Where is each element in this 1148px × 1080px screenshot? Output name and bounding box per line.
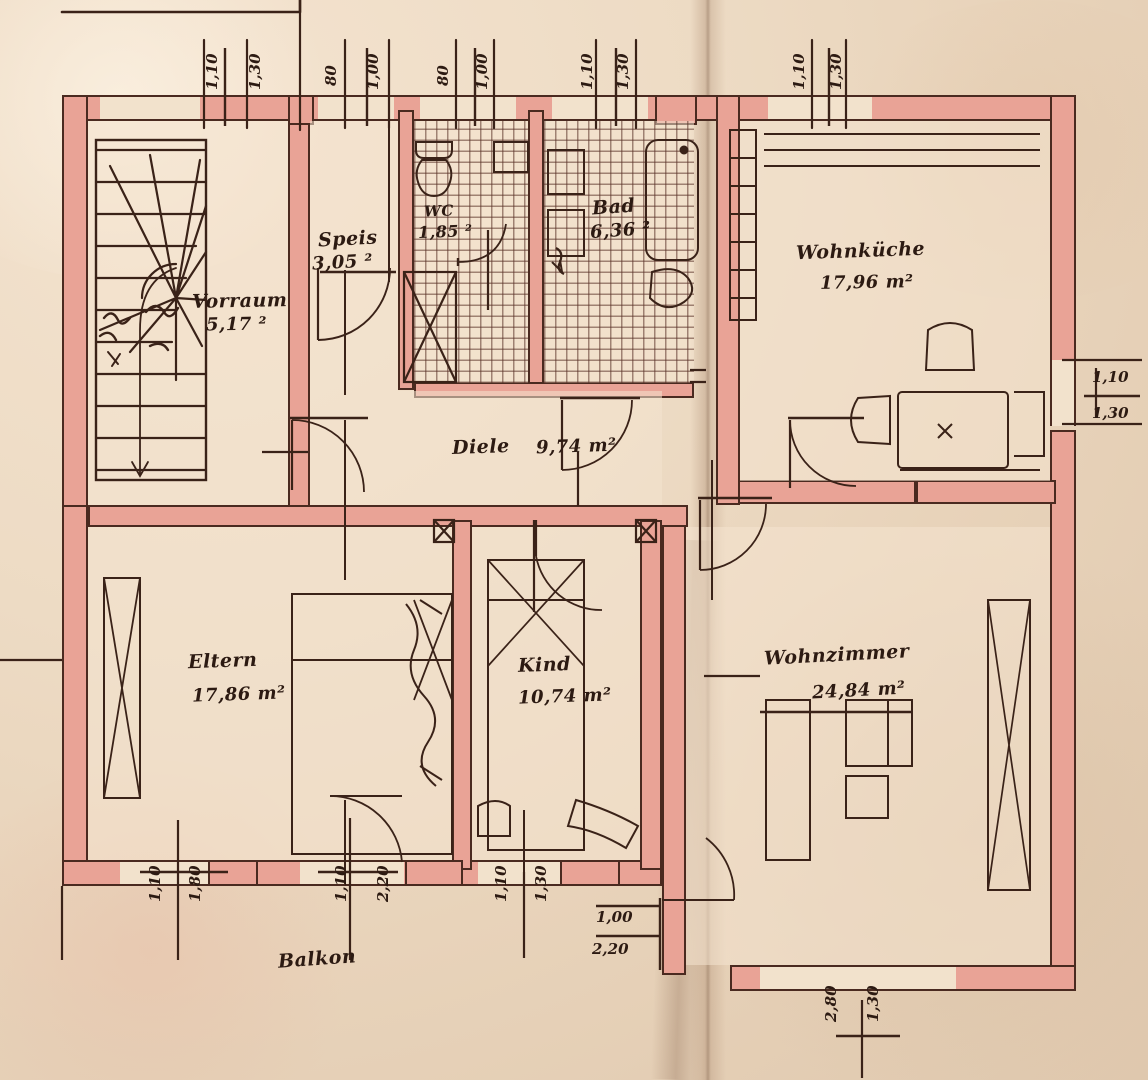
room-fill-speis (310, 121, 398, 391)
dim-bottom-3-height: 1,30 (532, 865, 550, 902)
window-kind-south (478, 860, 560, 886)
window-wohnkueche-east (1050, 360, 1076, 426)
window-speis-north (318, 95, 394, 121)
dim-right-1-width: 1,10 (1092, 368, 1129, 386)
room-label-speis-name: Speis (317, 226, 379, 252)
dim-top-5-height: 1,30 (827, 53, 845, 90)
room-label-wc-area: 1,85 ² (417, 221, 473, 242)
dim-top-2-width: 80 (322, 65, 340, 86)
exterior-wall-right-block-west (716, 95, 740, 505)
dim-right-1-height: 1,30 (1092, 404, 1129, 422)
dim-bottom-2-width: 1,10 (332, 865, 350, 902)
pier-balcony-right (560, 860, 620, 886)
dim-bottom-5-height: 1,30 (864, 985, 882, 1022)
window-wohnkueche-north (768, 95, 872, 121)
room-label-bad-name: Bad (591, 194, 636, 220)
room-label-diele-name: Diele (451, 435, 510, 459)
dim-top-1-height: 1,30 (246, 53, 264, 90)
dim-bottom-4-height: 2,20 (592, 940, 629, 958)
room-label-eltern-area: 17,86 m² (191, 682, 286, 707)
room-label-eltern-name: Eltern (187, 648, 258, 674)
interior-wall-kind-east (640, 520, 662, 870)
interior-wall-speis-east (398, 110, 414, 390)
dim-bottom-5-width: 2,80 (822, 985, 840, 1022)
dim-bottom-1-height: 1,80 (186, 865, 204, 902)
exterior-wall-east-upper (1050, 95, 1076, 395)
room-label-bad-area: 6,36 ² (589, 217, 652, 244)
room-fill-wc (414, 121, 528, 383)
exterior-wall-west (62, 95, 88, 515)
room-fill-wohnkueche (740, 121, 1050, 481)
interior-wall-wohnkueche-south-stub (916, 480, 1056, 504)
room-label-wohnkueche-area: 17,96 m² (819, 271, 914, 294)
dim-top-3-width: 80 (434, 65, 452, 86)
dim-top-4-width: 1,10 (578, 53, 596, 90)
room-label-kind-area: 10,74 m² (517, 684, 612, 709)
dim-bottom-3-width: 1,10 (492, 865, 510, 902)
room-label-balkon-name: Balkon (277, 945, 357, 973)
dim-bottom-4-width: 1,00 (596, 908, 633, 926)
exterior-wall-west-lower (62, 505, 88, 885)
window-wc-north (420, 95, 516, 121)
room-label-kind-name: Kind (517, 653, 572, 677)
room-label-vorraum-name: Vorraum (191, 289, 288, 313)
room-label-wohnkueche-name: Wohnküche (795, 237, 926, 265)
window-bad-north (552, 95, 648, 121)
window-vorraum-north (100, 95, 200, 121)
interior-wall-eltern-kind (452, 520, 472, 870)
dim-top-5-width: 1,10 (790, 53, 808, 90)
dim-bottom-1-width: 1,10 (146, 865, 164, 902)
room-label-diele-area: 9,74 m² (535, 434, 617, 459)
pier-balcony-left (208, 860, 258, 886)
room-fill-wohnzimmer (686, 527, 1050, 965)
pier-balcony-mid (405, 860, 463, 886)
window-wohnzimmer-south (760, 965, 956, 991)
dim-top-4-height: 1,30 (614, 53, 632, 90)
exterior-wall-right-block-west-lower (662, 505, 686, 975)
room-label-speis-area: 3,05 ² (311, 250, 374, 275)
room-fill-bad (544, 121, 694, 383)
interior-wall-diele-south (88, 505, 688, 527)
dim-bottom-2-height: 2,20 (374, 865, 392, 902)
dim-top-1-width: 1,10 (203, 53, 221, 90)
interior-wall-vorraum-east (288, 110, 310, 510)
interior-wall-wc-bad (528, 110, 544, 390)
room-label-vorraum-area: 5,17 ² (205, 313, 268, 336)
dim-top-3-height: 1,00 (473, 53, 491, 90)
room-label-wc-name: WC (423, 201, 455, 221)
exterior-wall-east-mid (1050, 430, 1076, 990)
exterior-wall-wohnkueche-south (716, 480, 916, 504)
dim-top-2-height: 1,00 (364, 53, 382, 90)
